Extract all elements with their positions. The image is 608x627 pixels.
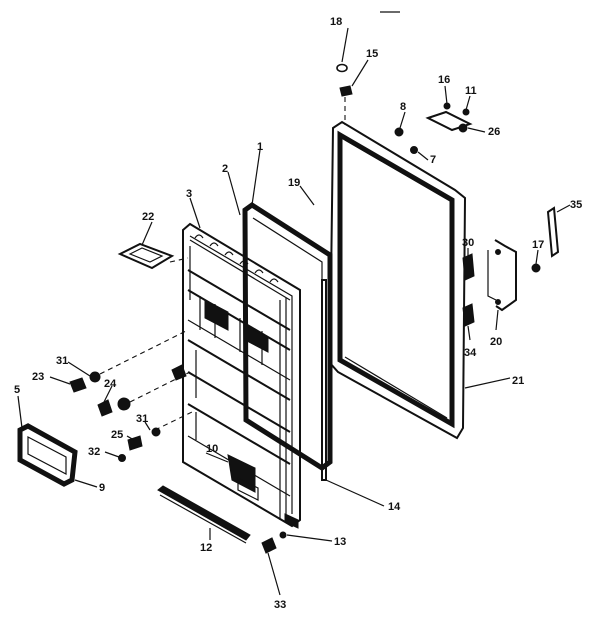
label-26: 26 xyxy=(488,126,500,138)
label-8: 8 xyxy=(400,101,406,113)
part-25-clip xyxy=(127,435,143,451)
label-1: 1 xyxy=(257,141,263,153)
label-10: 10 xyxy=(206,443,218,455)
part-17-screw xyxy=(531,263,541,273)
gasket-strip xyxy=(321,279,327,481)
part-30-cap xyxy=(462,253,475,281)
label-9: 9 xyxy=(99,482,105,494)
label-18: 18 xyxy=(330,16,342,28)
bottom-hinge xyxy=(261,531,287,554)
label-31a: 31 xyxy=(56,355,68,367)
part-31b-knob xyxy=(117,397,131,411)
part-22-bracket xyxy=(117,242,175,270)
label-13: 13 xyxy=(334,536,346,548)
label-11: 11 xyxy=(465,85,477,97)
label-24: 24 xyxy=(104,378,117,390)
part-32-screw xyxy=(118,454,126,462)
label-21: 21 xyxy=(512,375,524,387)
part-5-shelf xyxy=(17,423,78,487)
label-5: 5 xyxy=(14,384,20,396)
label-7: 7 xyxy=(430,154,436,166)
label-3: 3 xyxy=(186,188,192,200)
label-19: 19 xyxy=(288,177,300,189)
part-labels: 1 2 3 22 18 15 8 16 11 26 7 19 35 17 30 … xyxy=(14,16,582,611)
label-17: 17 xyxy=(532,239,544,251)
part-20-handle xyxy=(494,239,517,312)
label-33: 33 xyxy=(274,599,286,611)
label-32: 32 xyxy=(88,446,100,458)
label-14: 14 xyxy=(388,501,401,513)
part-16-hinge xyxy=(425,110,473,132)
breaker-strip xyxy=(157,485,251,544)
label-35: 35 xyxy=(570,199,582,211)
label-12: 12 xyxy=(200,542,212,554)
part-34-cap xyxy=(462,303,475,327)
label-2: 2 xyxy=(222,163,228,175)
top-hinge-parts xyxy=(336,63,473,154)
part-8-screw xyxy=(394,127,404,137)
inner-door-liner xyxy=(182,222,301,529)
label-31b: 31 xyxy=(136,413,148,425)
label-15: 15 xyxy=(366,48,378,60)
part-13-pin xyxy=(279,531,287,539)
label-34: 34 xyxy=(464,347,477,359)
label-22: 22 xyxy=(142,211,154,223)
label-20: 20 xyxy=(490,336,502,348)
part-23-clip xyxy=(69,377,87,393)
part-18-washer xyxy=(336,63,348,73)
label-16: 16 xyxy=(438,74,450,86)
part-31a-knob xyxy=(89,371,101,383)
assembly-lines xyxy=(99,97,346,431)
part-25-screw xyxy=(151,427,161,437)
part-35-trim xyxy=(546,206,560,258)
label-23: 23 xyxy=(32,371,44,383)
part-24-clip xyxy=(97,399,113,417)
handle-parts xyxy=(462,206,560,327)
part-33-hinge xyxy=(261,537,277,554)
leader-lines xyxy=(17,27,571,596)
small-parts-left xyxy=(69,364,187,462)
part-15-bushing xyxy=(339,85,353,97)
part-7-screw xyxy=(410,146,418,154)
label-30: 30 xyxy=(462,237,474,249)
label-25: 25 xyxy=(111,429,123,441)
part-26-screw xyxy=(458,123,468,133)
bin-10 xyxy=(227,454,259,501)
outer-door-panel xyxy=(328,120,467,440)
